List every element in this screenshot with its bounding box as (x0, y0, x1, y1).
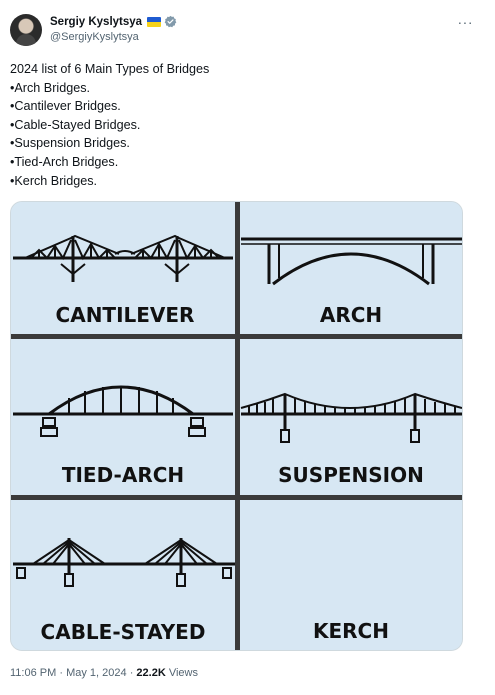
tweet-line: •Tied-Arch Bridges. (10, 154, 119, 169)
suspension-bridge-icon (240, 392, 462, 443)
verified-badge-icon (164, 15, 177, 28)
author-name[interactable]: Sergiy Kyslytsya (50, 15, 143, 28)
tweet-line: 2024 list of 6 Main Types of Bridges (10, 62, 210, 76)
tweet-line: •Cantilever Bridges. (10, 99, 121, 114)
separator: · (129, 667, 134, 679)
tweet-line: •Suspension Bridges. (10, 136, 130, 151)
author-name-row: Sergiy Kyslytsya (50, 15, 177, 28)
tweet-line: •Kerch Bridges. (10, 173, 98, 188)
views-label: Views (168, 667, 198, 679)
more-options-icon[interactable]: ··· (457, 14, 473, 30)
label-suspension: SUSPENSION (278, 463, 424, 487)
tweet-image[interactable]: CANTILEVER ARCH TIED (10, 201, 463, 651)
tweet-time[interactable]: 11:06 PM (10, 667, 57, 679)
tweet-text: 2024 list of 6 Main Types of Bridges •Ar… (10, 60, 480, 190)
label-cantilever: CANTILEVER (56, 303, 195, 327)
tweet-meta: 11:06 PM · May 1, 2024 · 22.2K Views (10, 667, 198, 679)
separator: · (59, 667, 64, 679)
author-handle[interactable]: @SergiyKyslytsya (50, 31, 139, 43)
label-cable-stayed: CABLE-STAYED (41, 620, 206, 644)
tweet-line: •Cable-Stayed Bridges. (10, 117, 141, 132)
ukraine-flag-icon (147, 16, 162, 27)
label-kerch: KERCH (313, 619, 389, 643)
grid-dividers (11, 202, 462, 650)
label-tied-arch: TIED-ARCH (62, 463, 184, 487)
cable-stayed-bridge-icon (13, 538, 235, 587)
views-count: 22.2K (136, 667, 166, 679)
tweet-date[interactable]: May 1, 2024 (66, 667, 127, 679)
tied-arch-bridge-icon (13, 385, 233, 437)
arch-bridge-icon (241, 237, 462, 286)
tweet-header: Sergiy Kyslytsya @SergiyKyslytsya ··· (10, 14, 485, 50)
tweet-line: •Arch Bridges. (10, 80, 91, 95)
cantilever-bridge-icon (13, 234, 233, 282)
label-arch: ARCH (320, 303, 382, 327)
avatar[interactable] (10, 14, 42, 46)
